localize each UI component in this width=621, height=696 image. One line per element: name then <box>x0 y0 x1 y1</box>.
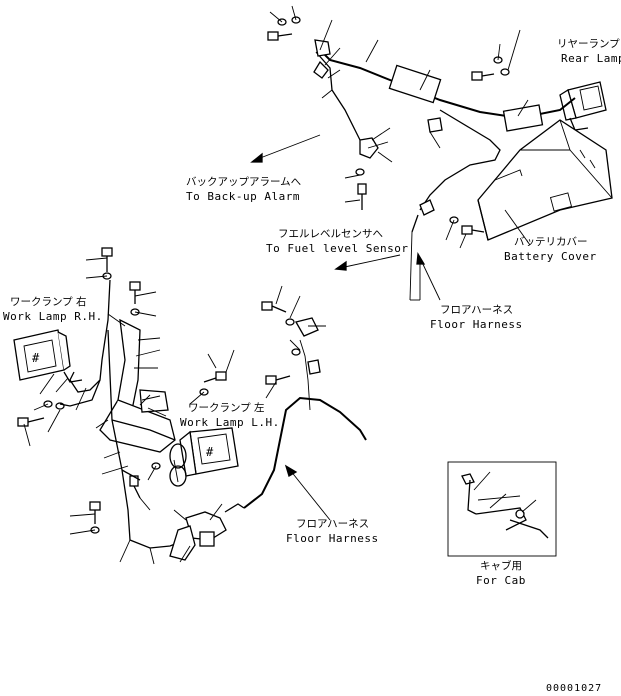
bolt-icon <box>267 16 510 235</box>
rear-lamp-icon <box>559 81 607 131</box>
bolt-icon <box>261 301 301 385</box>
for-cab-label-en: For Cab <box>476 574 526 587</box>
bolt-icon <box>17 247 227 534</box>
work-lamp-lh-icon: # <box>179 427 239 477</box>
floor-harness-bottom-label-ja: フロアハーネス <box>296 518 370 530</box>
rear-harness-icon <box>313 39 576 301</box>
battery-cover-label-ja: バッテリカバー <box>514 236 588 248</box>
work-lamp-rh-label-ja: ワークランプ 右 <box>10 296 87 308</box>
work-lamp-lh-label-ja: ワークランプ 左 <box>188 402 265 414</box>
for-cab-label-ja: キャブ用 <box>480 560 522 572</box>
battery-cover-icon <box>477 119 613 241</box>
leader-lines <box>23 257 326 565</box>
fuel-sensor-label-ja: フエルレベルセンサへ <box>278 228 383 240</box>
arrow-icon <box>284 464 331 521</box>
floor-harness-bottom-label-en: Floor Harness <box>286 532 379 545</box>
backup-alarm-label-en: To Back-up Alarm <box>186 190 300 203</box>
floor-harness-top-label-en: Floor Harness <box>430 318 523 331</box>
work-lamp-rh-label-en: Work Lamp R.H. <box>3 310 103 323</box>
backup-alarm-label-ja: バックアップアラームへ <box>186 176 302 188</box>
lamp-bracket-icon <box>99 318 187 487</box>
drawing-number: 00001027 <box>546 683 603 694</box>
connector-icon <box>169 503 245 561</box>
arrow-icon <box>250 134 441 301</box>
floor-harness-icon <box>243 317 367 509</box>
leader-lines <box>269 5 531 249</box>
work-lamp-lh-label-en: Work Lamp L.H. <box>180 416 280 429</box>
svg-text:#: # <box>206 445 214 459</box>
rear-lamp-label-ja: リヤーランプ <box>557 38 620 50</box>
svg-text:#: # <box>32 351 40 365</box>
for-cab-inset <box>447 461 557 557</box>
floor-harness-top-label-ja: フロアハーネス <box>440 304 514 316</box>
work-lamp-rh-icon: # <box>13 329 83 383</box>
battery-cover-label-en: Battery Cover <box>504 250 597 263</box>
fuel-sensor-label-en: To Fuel level Sensor <box>266 242 409 255</box>
rear-lamp-label-en: Rear Lamp <box>561 52 621 65</box>
